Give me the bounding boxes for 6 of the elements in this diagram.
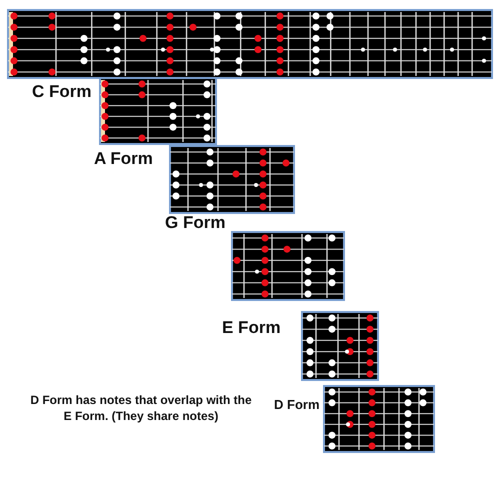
form-label: C Form	[32, 82, 92, 102]
form-label: G Form	[165, 213, 226, 233]
form-label: E Form	[222, 318, 281, 338]
form-label: A Form	[94, 149, 153, 169]
note-text: D Form has notes that overlap with the E Form. (They share notes)	[30, 392, 252, 424]
form-label: D Form	[274, 397, 320, 412]
